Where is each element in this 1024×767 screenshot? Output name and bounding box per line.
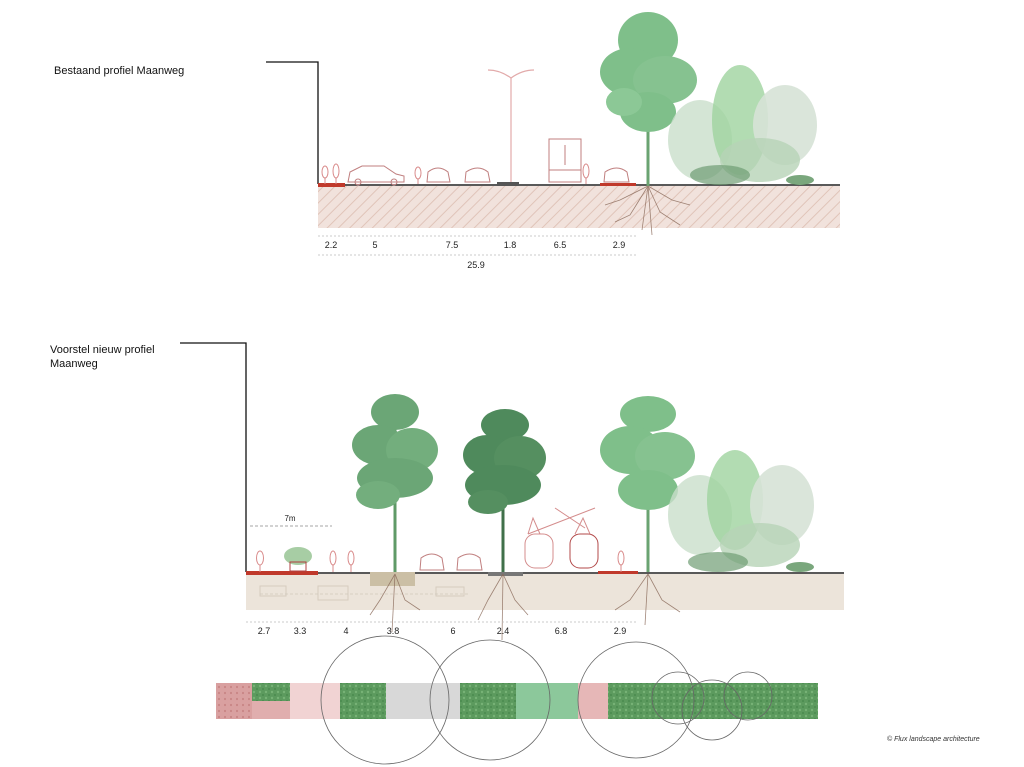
existing-sidewalk-red [318, 183, 345, 187]
existing-width-label: 1.8 [503, 240, 517, 250]
proposal-width-label: 2.7 [257, 626, 271, 636]
proposal-facade [180, 342, 247, 572]
plan-red-path [216, 683, 252, 719]
proposal-path-red-2 [598, 571, 638, 574]
proposal-width-label: 3.3 [293, 626, 307, 636]
existing-pedestrians [321, 163, 590, 184]
existing-background-shrubs [668, 65, 817, 185]
proposal-utility-boxes [259, 585, 465, 601]
proposal-soil [246, 574, 844, 610]
proposal-width-label: 3.8 [386, 626, 400, 636]
existing-profile-title: Bestaand profiel Maanweg [54, 65, 185, 77]
proposal-tree-2 [463, 409, 546, 572]
existing-street-lamp [487, 69, 535, 182]
existing-width-label: 6.5 [553, 240, 567, 250]
plan-tram-lane [516, 683, 578, 719]
proposal-path-red [246, 571, 318, 575]
existing-soil [318, 186, 840, 228]
proposal-profile-title: Voorstel nieuw profiel Maanweg [50, 344, 155, 370]
existing-tree-large [600, 12, 697, 186]
proposal-width-label: 2.4 [496, 626, 510, 636]
proposal-width-label: 4 [343, 626, 349, 636]
existing-truck [548, 138, 582, 183]
existing-cars [347, 165, 630, 186]
existing-dimension-lines [318, 235, 636, 256]
plan-red-lower [252, 701, 290, 719]
proposal-profile [180, 342, 844, 641]
proposal-tree-3 [600, 396, 695, 572]
plan-green-1 [252, 683, 290, 701]
plan-green-4 [608, 683, 818, 719]
existing-facade [266, 61, 319, 184]
existing-profile [266, 12, 840, 256]
proposal-background-shrubs [668, 450, 814, 572]
plan-view [216, 635, 818, 765]
existing-planter [497, 182, 519, 186]
proposal-roots [369, 573, 681, 641]
proposal-width-label: 6.8 [554, 626, 568, 636]
existing-roots [604, 185, 691, 236]
proposal-planter-bench [284, 547, 312, 572]
proposal-pedestrians [256, 550, 625, 572]
plan-red-path-2 [578, 683, 608, 719]
proposal-tree-bed-2 [488, 572, 523, 576]
existing-total-width: 25.9 [467, 260, 485, 270]
existing-width-label: 2.9 [612, 240, 626, 250]
existing-width-label: 7.5 [445, 240, 459, 250]
plan-green-2 [340, 683, 386, 719]
plan-pink-sidewalk [290, 683, 340, 719]
existing-curb [600, 183, 636, 186]
existing-width-label: 2.2 [324, 240, 338, 250]
plan-tree-crowns [320, 635, 773, 765]
existing-width-label: 5 [372, 240, 378, 250]
credit-text: © Flux landscape architecture [887, 736, 980, 743]
proposal-width-label: 6 [450, 626, 456, 636]
plan-green-3 [460, 683, 516, 719]
proposal-width-label: 2.9 [613, 626, 627, 636]
proposal-tree-1 [352, 394, 438, 572]
proposal-trams [524, 507, 599, 569]
setback-label: 7m [284, 514, 296, 523]
proposal-cars [419, 553, 483, 571]
